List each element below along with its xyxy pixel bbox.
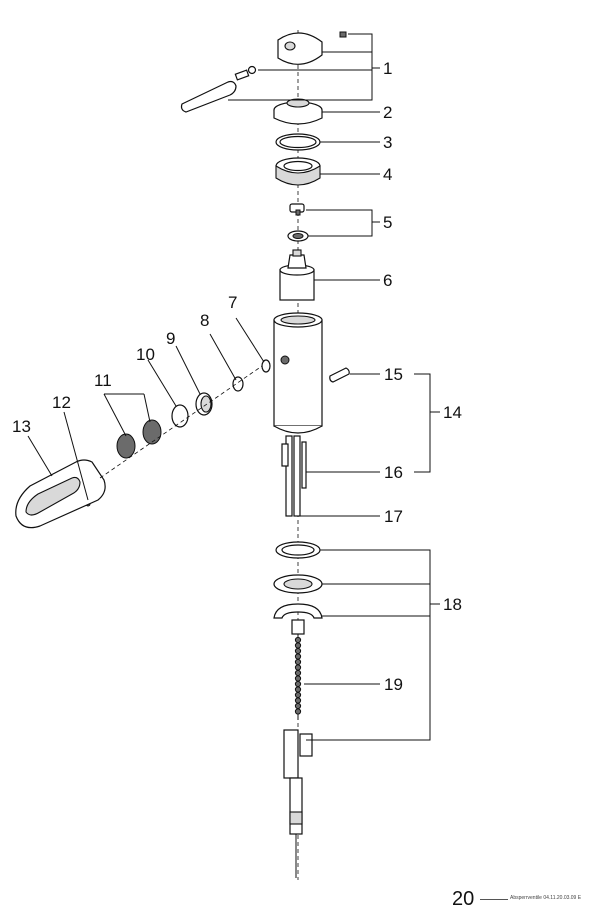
callout-6: 6 xyxy=(383,271,392,290)
part-18-ring-set xyxy=(273,541,323,619)
part-8-washer xyxy=(232,376,244,392)
part-13-spout xyxy=(15,459,106,529)
bead xyxy=(294,658,302,666)
callout-17: 17 xyxy=(384,507,403,526)
bead xyxy=(294,653,302,660)
bead xyxy=(294,697,302,704)
footer-rule xyxy=(480,899,508,900)
bead xyxy=(294,708,302,715)
callout-8: 8 xyxy=(200,311,209,330)
bead xyxy=(294,680,302,688)
part-3-o-ring xyxy=(275,133,321,151)
bead xyxy=(294,702,302,710)
callout-19: 19 xyxy=(384,675,403,694)
callout-9: 9 xyxy=(166,329,175,348)
callout-14: 14 xyxy=(443,403,462,422)
part-11-filter-screens xyxy=(116,419,162,459)
callout-16: 16 xyxy=(384,463,403,482)
callout-11: 11 xyxy=(94,371,112,390)
callout-1: 1 xyxy=(383,59,392,78)
bead xyxy=(294,642,302,649)
part-10-gasket xyxy=(171,404,189,428)
callout-15: 15 xyxy=(384,365,403,384)
callout-10: 10 xyxy=(136,345,155,364)
bead xyxy=(294,675,302,682)
part-14-body-housing xyxy=(273,312,323,434)
callout-18: 18 xyxy=(443,595,462,614)
bead xyxy=(294,669,302,677)
page-number: 20 xyxy=(452,888,475,910)
part-15-side-pin xyxy=(329,367,350,383)
callout-2: 2 xyxy=(383,103,392,122)
part-19-bead-rod xyxy=(291,619,305,720)
part-1-lever-handle xyxy=(180,31,347,113)
part-16-inner-rods xyxy=(281,435,307,517)
callout-12: 12 xyxy=(52,393,71,412)
lower-rod-assembly xyxy=(283,729,313,878)
bead xyxy=(294,664,302,671)
callout-3: 3 xyxy=(383,133,392,152)
callout-13: 13 xyxy=(12,417,31,436)
part-4-threaded-nut xyxy=(275,157,321,186)
bead xyxy=(294,686,302,693)
leader-lines xyxy=(27,33,440,741)
callout-labels: 1 2 3 4 5 6 7 8 9 10 11 12 13 14 15 16 1… xyxy=(12,59,462,694)
part-2-cap-ring xyxy=(273,98,323,125)
callout-5: 5 xyxy=(383,213,392,232)
bead xyxy=(294,636,302,644)
callout-4: 4 xyxy=(383,165,392,184)
document-reference: Absperrventile 04.11.20.03.09 E xyxy=(510,895,582,901)
bead xyxy=(294,647,302,655)
part-9-aerator-screen xyxy=(195,392,213,416)
part-7-small-ring xyxy=(261,359,271,373)
callout-7: 7 xyxy=(228,293,237,312)
part-6-cartridge xyxy=(279,249,315,301)
part-5-pin-and-washer xyxy=(287,203,309,242)
bead xyxy=(294,691,302,699)
